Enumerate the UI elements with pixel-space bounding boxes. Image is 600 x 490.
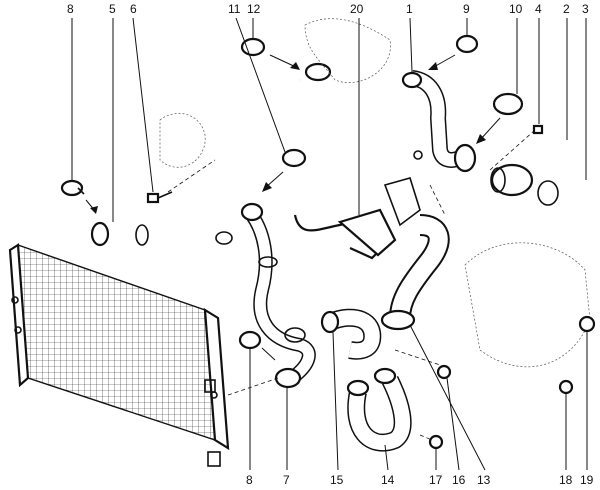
callout-11: 11 — [228, 2, 241, 16]
engine-bracket-outline — [159, 18, 591, 368]
hose-5 — [88, 62, 332, 249]
callout-17: 17 — [429, 473, 443, 487]
hose-15 — [320, 308, 382, 360]
intercooler — [8, 243, 230, 467]
callout-14: 14 — [381, 473, 395, 487]
callout-13: 13 — [477, 473, 491, 487]
callout-labels: 8 5 6 11 12 20 1 9 10 4 2 3 8 7 15 14 17… — [67, 2, 594, 487]
plug-19 — [578, 315, 596, 333]
clamp-10 — [476, 92, 524, 144]
hose-13 — [380, 214, 450, 331]
callout-6: 6 — [130, 2, 137, 16]
hose-7 — [240, 202, 316, 389]
o-ring-3 — [537, 180, 559, 206]
sensor-2 — [490, 163, 534, 197]
clamp-8-upper — [60, 179, 98, 214]
hose-1 — [401, 70, 477, 173]
callout-1: 1 — [406, 2, 413, 16]
callout-2: 2 — [563, 2, 570, 16]
callout-7: 7 — [283, 473, 290, 487]
bolt-4 — [532, 124, 544, 135]
leader-lines — [71, 17, 588, 471]
bolt-6 — [146, 191, 173, 204]
callout-9: 9 — [463, 2, 470, 16]
clamp-12 — [240, 37, 300, 70]
callout-20: 20 — [350, 2, 364, 16]
clamp-11 — [262, 148, 307, 192]
plug-16 — [436, 364, 452, 380]
callout-16: 16 — [452, 473, 466, 487]
callout-3: 3 — [582, 2, 589, 16]
plug-17 — [428, 434, 444, 450]
callout-12: 12 — [247, 2, 261, 16]
callout-5: 5 — [109, 2, 116, 16]
callout-8-top: 8 — [67, 2, 74, 16]
plug-18 — [558, 379, 574, 395]
clamp-9 — [428, 34, 479, 70]
callout-4: 4 — [535, 2, 542, 16]
callout-18: 18 — [559, 473, 573, 487]
callout-10: 10 — [509, 2, 523, 16]
callout-15: 15 — [330, 473, 344, 487]
alignment-lines — [167, 129, 536, 441]
pipe-20 — [293, 177, 421, 260]
callout-8-bottom: 8 — [246, 473, 253, 487]
hose-14 — [346, 367, 412, 452]
callout-19: 19 — [580, 473, 594, 487]
